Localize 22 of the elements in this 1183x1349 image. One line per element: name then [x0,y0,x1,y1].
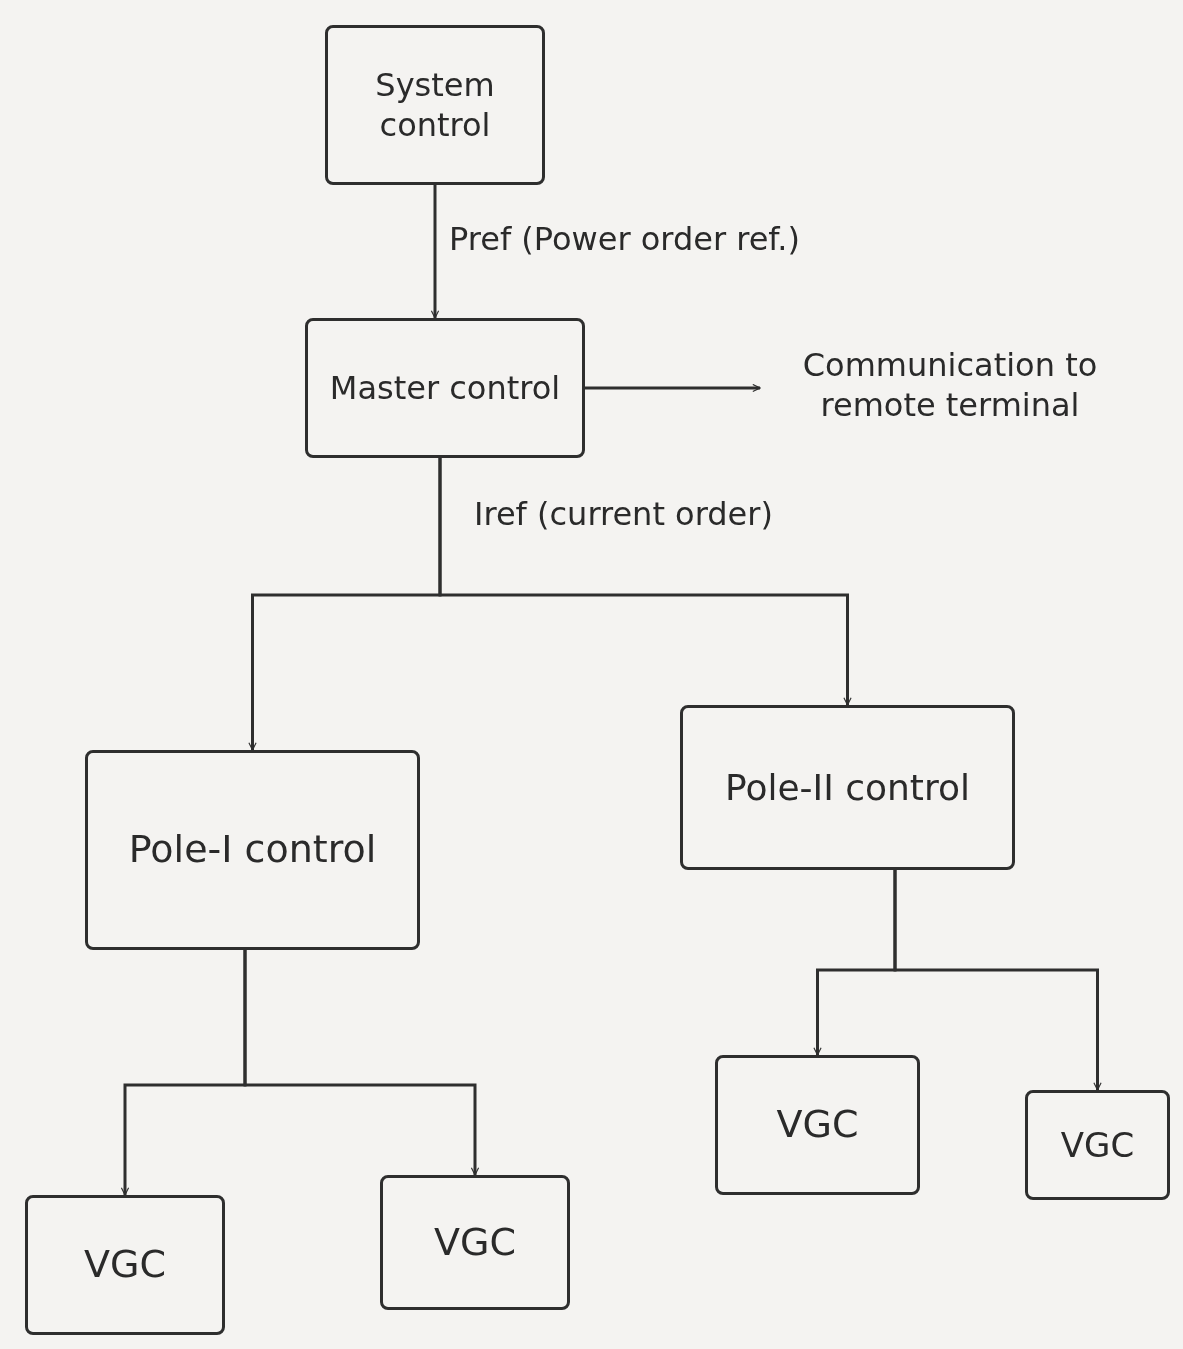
process-box [380,1175,570,1310]
process-box [25,1195,225,1335]
process-box [680,705,1015,870]
arrow [893,870,1102,1091]
arrow [243,950,480,1176]
process-box [325,25,545,185]
process-box [1025,1090,1170,1200]
box-label: Master control [329,368,561,408]
box-label: VGC [776,1101,859,1149]
arrow [585,383,761,393]
process-box [85,750,420,950]
process-box [715,1055,920,1195]
note-text: Communication to remote terminal [801,345,1099,425]
box-label: Pole-II control [724,766,971,810]
box-label: System control [374,65,496,145]
arrow [438,458,852,706]
process-box [305,318,585,458]
box-label: VGC [84,1241,166,1289]
box-label: Pole-I control [128,826,377,874]
arrow [430,185,440,319]
box-label: VGC [434,1218,516,1266]
box-label: VGC [1060,1123,1135,1167]
